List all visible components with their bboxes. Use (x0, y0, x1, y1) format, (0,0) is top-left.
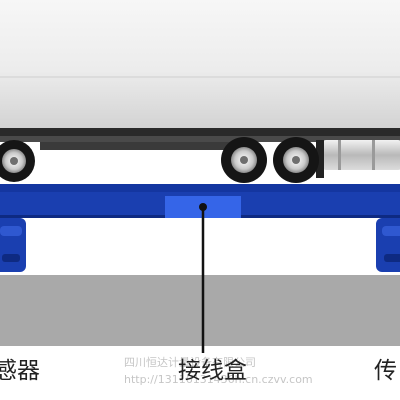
sensor-label-right: 传 (374, 358, 397, 384)
fuel-tank (322, 140, 400, 170)
wheel-rear-1 (221, 137, 267, 183)
load-cell-left (0, 218, 26, 272)
watermark-url: http://13116131436h.cn.czvv.com (124, 373, 313, 386)
mudflap (316, 140, 324, 178)
junction-box-label: 接线盒 (178, 358, 247, 384)
truck-trailer (0, 0, 400, 150)
foundation-pit (0, 275, 400, 346)
watermark-company: 四川恒达计量设备有限公司 (124, 356, 256, 369)
wheel-left (0, 140, 35, 182)
junction-box-callout (199, 203, 207, 353)
wheel-rear-2 (273, 137, 319, 183)
load-cell-right (376, 218, 400, 272)
sensor-label-left: 感器 (0, 358, 40, 384)
